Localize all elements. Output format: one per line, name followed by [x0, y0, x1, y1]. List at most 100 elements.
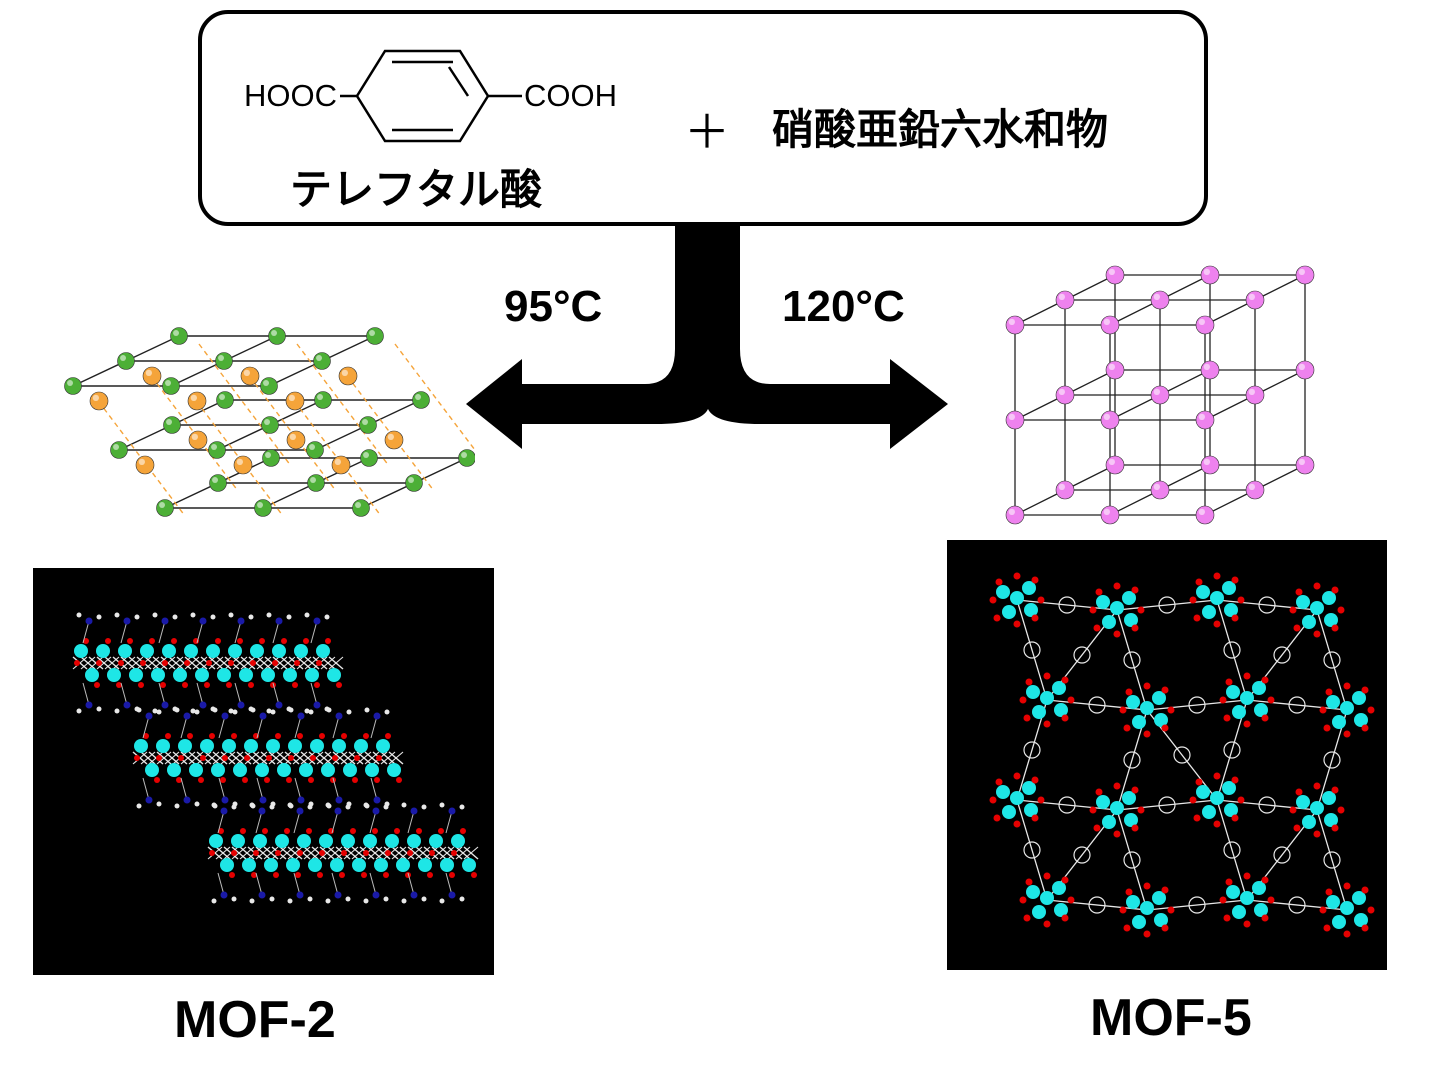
metal-atom	[184, 644, 198, 658]
cubic-node-highlight	[1008, 413, 1015, 420]
oxygen-atom	[374, 777, 380, 783]
nitrogen-atom	[258, 807, 266, 815]
cubic-node	[1200, 265, 1220, 285]
layer-node	[117, 352, 135, 370]
metal-atom	[1240, 691, 1254, 705]
metal-atom	[96, 644, 110, 658]
oxygen-atom	[250, 660, 256, 666]
oxygen-atom	[1193, 814, 1201, 822]
oxygen-atom	[460, 828, 466, 834]
benzene-ring	[1123, 651, 1141, 669]
metal-atom	[1154, 713, 1168, 727]
cubic-node-highlight	[1103, 318, 1110, 325]
oxygen-atom	[297, 733, 303, 739]
benzene-ring	[1023, 841, 1041, 859]
oxygen-atom	[1331, 586, 1339, 594]
oxygen-atom	[74, 660, 80, 666]
metal-atom	[1340, 901, 1354, 915]
metal-atom	[996, 785, 1010, 799]
metal-atom	[167, 763, 181, 777]
metal-atom	[1202, 605, 1216, 619]
cubic-node-highlight	[1198, 508, 1205, 515]
layer-node-highlight	[113, 444, 119, 450]
oxygen-atom	[339, 872, 345, 878]
cubic-node	[1195, 315, 1215, 335]
oxygen-atom	[1331, 786, 1339, 794]
metal-atom	[1022, 781, 1036, 795]
layer-node-highlight	[120, 355, 126, 361]
oxygen-atom	[1137, 806, 1145, 814]
cubic-node	[1100, 410, 1120, 430]
reactant-box	[198, 10, 1208, 226]
oxygen-atom	[1319, 906, 1327, 914]
cubic-node-highlight	[1058, 293, 1065, 300]
metal-atom	[1154, 913, 1168, 927]
oxygen-atom	[272, 660, 278, 666]
hydrogen-atom	[363, 898, 369, 904]
interlayer-node	[233, 455, 253, 475]
hydrogen-atom	[174, 707, 180, 713]
metal-atom	[200, 739, 214, 753]
metal-atom	[189, 763, 203, 777]
oxygen-atom	[1261, 914, 1269, 922]
metal-atom	[1226, 885, 1240, 899]
benzene-ring	[1273, 846, 1291, 864]
hydrogen-atom	[345, 896, 351, 902]
oxygen-atom	[1289, 606, 1297, 614]
oxygen-atom	[1061, 914, 1069, 922]
cubic-node	[1005, 315, 1025, 335]
oxygen-atom	[471, 872, 477, 878]
oxygen-atom	[1231, 576, 1239, 584]
hydrogen-atom	[270, 709, 276, 715]
metal-atom	[1326, 895, 1340, 909]
oxygen-atom	[354, 755, 360, 761]
oxygen-atom	[228, 660, 234, 666]
oxygen-atom	[1195, 578, 1203, 586]
nitrogen-atom	[335, 796, 343, 804]
oxygen-atom	[1293, 824, 1301, 832]
interlayer-node	[89, 391, 109, 411]
oxygen-atom	[416, 828, 422, 834]
linker	[1216, 599, 1248, 701]
oxygen-atom	[1067, 696, 1075, 704]
layer-node-highlight	[218, 355, 224, 361]
oxygen-atom	[1061, 714, 1069, 722]
oxygen-atom	[1095, 588, 1103, 596]
layer-node-highlight	[265, 452, 271, 458]
metal-atom	[363, 834, 377, 848]
hydrogen-atom	[152, 612, 158, 618]
layer-node-highlight	[165, 380, 171, 386]
oxygen-atom	[1189, 596, 1197, 604]
interlayer-node	[188, 430, 208, 450]
metal-atom	[396, 858, 410, 872]
oxygen-atom	[1061, 876, 1069, 884]
oxygen-atom	[297, 850, 303, 856]
metal-atom	[1126, 895, 1140, 909]
oxygen-atom	[1223, 914, 1231, 922]
nitrogen-atom	[297, 796, 305, 804]
oxygen-atom	[1361, 686, 1369, 694]
layer-node	[412, 391, 430, 409]
oxygen-atom	[1213, 820, 1221, 828]
nitrogen-atom	[123, 701, 131, 709]
layer-node	[156, 499, 174, 517]
linker	[1116, 609, 1148, 711]
oxygen-atom	[1323, 924, 1331, 932]
oxygen-atom	[314, 682, 320, 688]
layered-framework-diagram	[64, 327, 475, 517]
cubic-node-highlight	[1203, 458, 1210, 465]
oxygen-atom	[396, 777, 402, 783]
interlayer-node-highlight	[145, 369, 152, 376]
oxygen-atom	[363, 850, 369, 856]
metal-atom	[1222, 781, 1236, 795]
metal-atom	[1252, 681, 1266, 695]
oxygen-atom	[229, 872, 235, 878]
cubic-node-highlight	[1108, 363, 1115, 370]
layer-node-highlight	[271, 330, 277, 336]
oxygen-atom	[160, 682, 166, 688]
cubic-node	[1150, 385, 1170, 405]
metal-atom	[253, 834, 267, 848]
metal-atom	[1032, 905, 1046, 919]
metal-atom	[211, 763, 225, 777]
cubic-node-highlight	[1103, 508, 1110, 515]
